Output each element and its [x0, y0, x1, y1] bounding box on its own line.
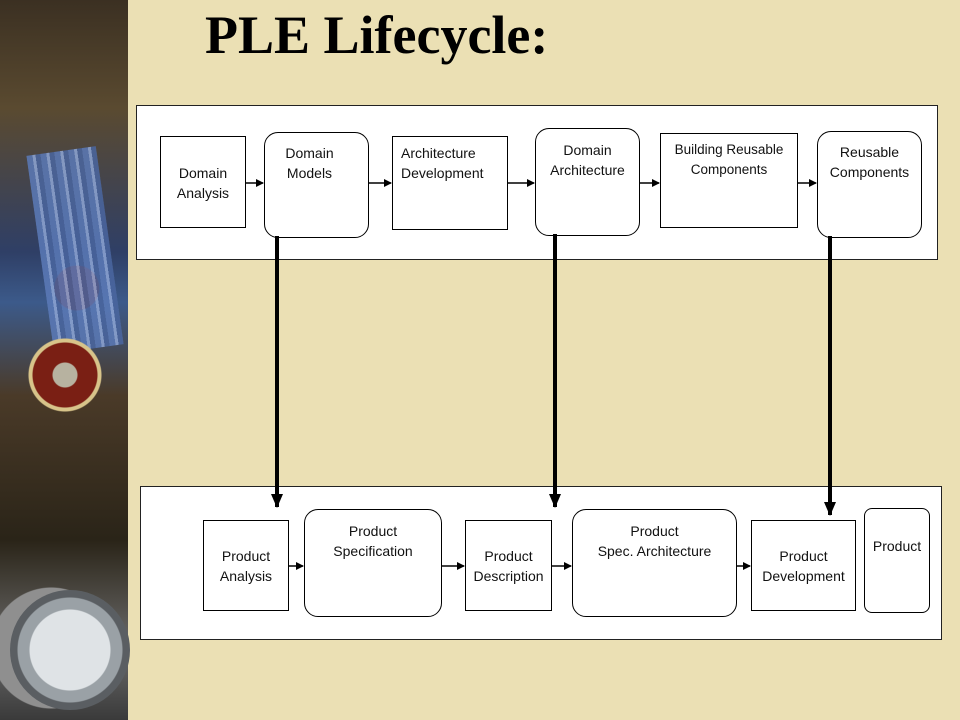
product-box: Product [864, 508, 930, 613]
product-analysis-label: Product Analysis [219, 548, 273, 584]
domain-analysis-box: Domain Analysis [160, 136, 246, 228]
building-reusable-components-box: Building Reusable Components [660, 133, 798, 228]
product-description-label: Product Description [473, 548, 544, 584]
architecture-development-label: Architecture Development [401, 145, 484, 181]
product-specification-box: Product Specification [304, 509, 442, 617]
product-spec-architecture-box: Product Spec. Architecture [572, 509, 737, 617]
building-reusable-components-label: Building Reusable Components [674, 142, 784, 177]
reusable-components-label: Reusable Components [829, 144, 910, 180]
decorative-side-image [0, 0, 130, 720]
domain-architecture-label: Domain Architecture [550, 142, 625, 178]
compass-decoration [10, 590, 130, 710]
architecture-development-box: Architecture Development [392, 136, 508, 230]
domain-architecture-box: Domain Architecture [535, 128, 640, 236]
product-label: Product [872, 538, 922, 554]
domain-analysis-label: Domain Analysis [176, 165, 230, 201]
product-specification-label: Product Specification [333, 523, 413, 559]
product-spec-architecture-label: Product Spec. Architecture [597, 523, 712, 559]
domain-models-box: Domain Models [264, 132, 369, 238]
product-analysis-box: Product Analysis [203, 520, 289, 611]
product-development-box: Product Development [751, 520, 856, 611]
medal-decoration [20, 330, 110, 420]
product-description-box: Product Description [465, 520, 552, 611]
product-development-label: Product Development [762, 548, 845, 584]
reusable-components-box: Reusable Components [817, 131, 922, 238]
slide-title: PLE Lifecycle: [205, 5, 549, 65]
domain-models-label: Domain Models [285, 145, 334, 181]
